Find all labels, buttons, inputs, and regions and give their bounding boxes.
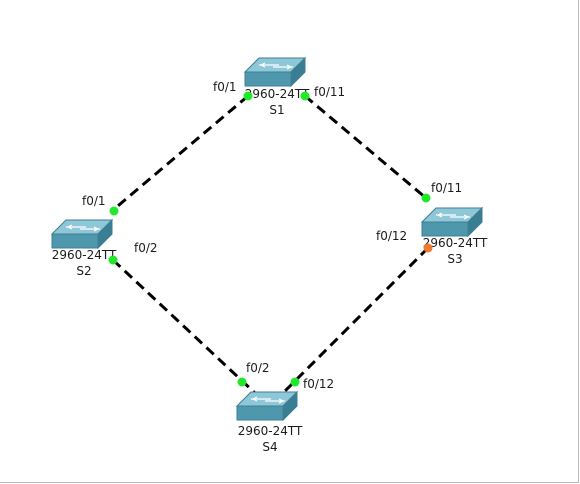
device-name-s4: S4 <box>262 440 277 454</box>
device-name-s2: S2 <box>76 264 91 278</box>
device-model-s2: 2960-24TT <box>52 248 117 262</box>
port-label-s3-f012: f0/12 <box>376 229 407 243</box>
links-layer <box>111 94 430 395</box>
port-label-s2-f02: f0/2 <box>134 241 158 255</box>
status-light-s2-f02 <box>108 255 118 265</box>
link-s3-s4[interactable] <box>281 246 430 395</box>
device-name-s3: S3 <box>447 252 462 266</box>
status-light-s2-f01 <box>109 206 119 216</box>
status-light-s3-f012 <box>423 243 433 253</box>
switch-s1[interactable] <box>243 56 307 88</box>
switch-s2[interactable] <box>50 218 114 250</box>
status-light-s4-f012 <box>290 377 300 387</box>
switch-icon <box>50 218 114 250</box>
port-label-s4-f02: f0/2 <box>246 361 270 375</box>
switch-icon <box>243 56 307 88</box>
link-s1-s3[interactable] <box>304 94 427 200</box>
port-label-s4-f012: f0/12 <box>303 377 334 391</box>
link-s2-s4[interactable] <box>111 258 257 395</box>
status-light-s4-f02 <box>237 377 247 387</box>
device-name-s1: S1 <box>269 103 284 117</box>
link-status-lights <box>108 91 433 387</box>
switch-s3[interactable] <box>420 206 484 238</box>
port-label-s1-f01: f0/1 <box>213 80 237 94</box>
link-s1-s2[interactable] <box>112 94 249 212</box>
switch-s4[interactable] <box>235 390 299 422</box>
status-light-s1-f011 <box>300 91 310 101</box>
switch-icon <box>235 390 299 422</box>
port-label-s3-f011: f0/11 <box>431 181 462 195</box>
status-light-s1-f01 <box>243 91 253 101</box>
switch-icon <box>420 206 484 238</box>
status-light-s3-f011 <box>421 193 431 203</box>
port-label-s2-f01: f0/1 <box>82 194 106 208</box>
device-model-s4: 2960-24TT <box>238 424 303 438</box>
device-model-s3: 2960-24TT <box>423 236 488 250</box>
device-model-s1: 2960-24TT <box>245 87 310 101</box>
port-label-s1-f011: f0/11 <box>314 85 345 99</box>
